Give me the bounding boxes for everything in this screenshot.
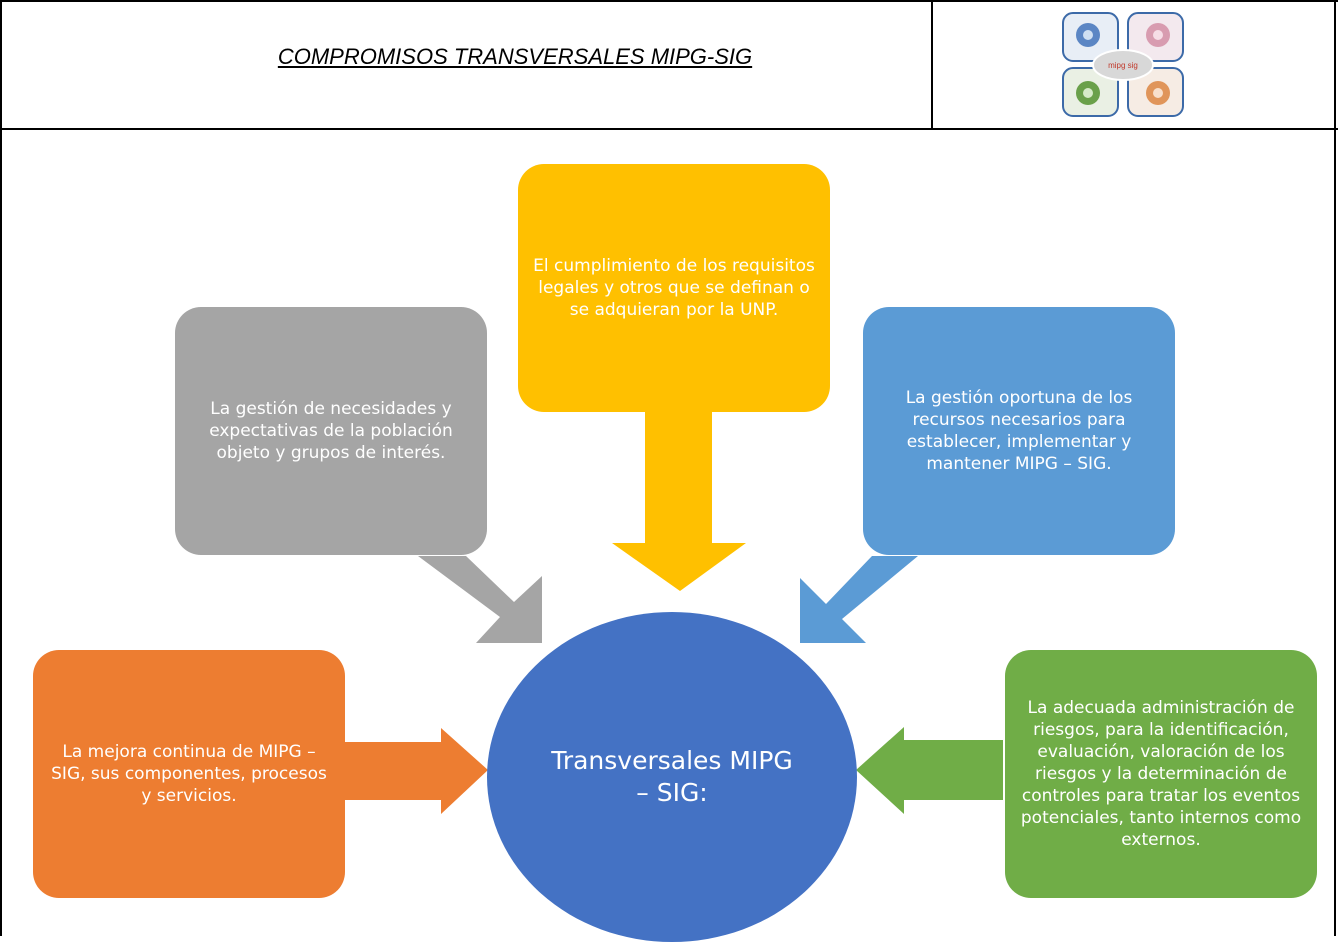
box-continuous-improvement-text: La mejora continua de MIPG – SIG, sus co… (51, 742, 327, 806)
table-border-top (0, 0, 1338, 2)
box-resources-text: La gestión oportuna de los recursos nece… (905, 388, 1133, 474)
table-border-divider (931, 0, 933, 129)
table-border-header-bottom (0, 128, 1338, 130)
box-risk-management-text: La adecuada administración de riesgos, p… (1020, 698, 1302, 850)
arrow-right-left (856, 727, 1003, 814)
center-circle: Transversales MIPG – SIG: (487, 612, 857, 942)
arrow-left-right (345, 728, 488, 814)
arrow-upper-right-diagonal (800, 556, 918, 643)
center-circle-label: Transversales MIPG – SIG: (551, 746, 793, 807)
table-border-left (0, 0, 2, 936)
box-legal-requirements-text: El cumplimiento de los requisitos legale… (533, 256, 815, 320)
arrow-top-down (612, 412, 746, 591)
mipg-sig-logo: mipg sig (1062, 12, 1184, 117)
arrow-upper-left-diagonal (418, 556, 542, 643)
document-title: COMPROMISOS TRANSVERSALES MIPG-SIG (277, 44, 753, 69)
box-risk-management: La adecuada administración de riesgos, p… (1005, 650, 1317, 898)
box-legal-requirements: El cumplimiento de los requisitos legale… (518, 164, 830, 412)
box-needs-expectations: La gestión de necesidades y expectativas… (175, 307, 487, 555)
table-border-right (1334, 0, 1336, 936)
box-continuous-improvement: La mejora continua de MIPG – SIG, sus co… (33, 650, 345, 898)
svg-text:mipg sig: mipg sig (1108, 61, 1138, 70)
box-needs-expectations-text: La gestión de necesidades y expectativas… (209, 399, 453, 463)
box-resources: La gestión oportuna de los recursos nece… (863, 307, 1175, 555)
